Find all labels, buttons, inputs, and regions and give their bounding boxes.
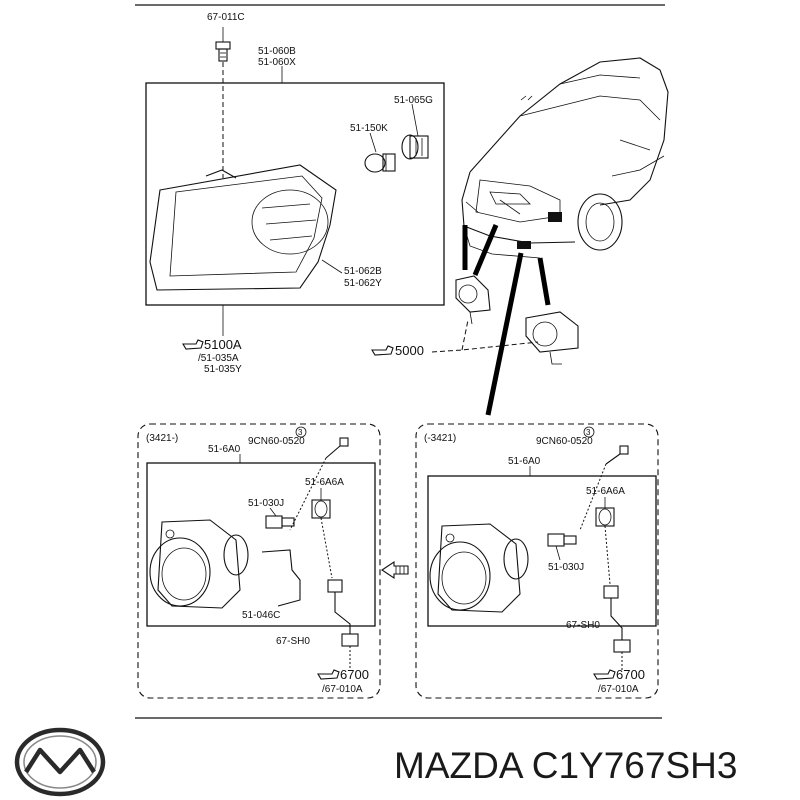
bulb-leader [369,132,377,153]
left-fog-socket-icon [311,499,331,519]
lens-leader [321,259,343,274]
left-screw-qty: 3 [298,428,303,437]
clip-icon [215,41,231,62]
right-lamp-frame [427,475,657,627]
pointing-hand-icon [371,345,394,356]
left-fog-lamp-icon [149,519,249,609]
heavy-pointer-3 [537,257,551,306]
label-clip: 67-011C [207,12,245,23]
right-screw-label: 9CN60-0520 [536,436,593,447]
right-bracket-label: (-3421) [424,433,456,444]
heavy-pointer-2 [472,224,499,276]
left-lamp-frame [146,462,376,627]
left-bracket-label: (3421-) [146,433,178,444]
turn-signal-lamp-icon [149,164,337,291]
right-fog-bulb-icon [547,533,577,547]
ref-5000-group: 5000 [371,319,539,358]
turn-signal-group: 67-011C 51-060B 51-060X 51-065G 51-150K … [145,12,445,306]
fog-lamp-small-left-icon [455,275,491,325]
bulb-icon [364,153,396,173]
right-screw-qty-circle [583,426,595,438]
left-bulb-label: 51-030J [248,498,284,509]
right-lamp-label: 51-6A0 [508,456,541,467]
left-ref-main: 6700 [340,667,369,682]
right-fog-socket-icon [595,507,615,527]
pointing-hand-icon [593,669,616,680]
right-dashed-frame [415,423,659,699]
right-socket-label: 51-6A6A [586,486,625,497]
label-lens-a: 51-062B [344,266,382,277]
ref-5000-main: 5000 [395,343,424,358]
right-harness-icon [603,585,631,653]
car-turn-signal [548,212,562,222]
fog-lamp-left-group: (3421-) 9CN60-0520 3 51-6A0 51-6A6A 51-0… [137,423,381,699]
turn-signal-frame [145,82,445,306]
left-fog-bulb-icon [265,515,295,529]
ref-5100a-main: 5100A [204,337,242,352]
left-harness-icon [327,579,359,647]
left-harness-label: 67-SH0 [276,636,310,647]
right-bulb-label: 51-030J [548,562,584,573]
right-screw-qty: 3 [586,428,591,437]
fog-lamp-right-group: (-3421) 9CN60-0520 3 51-6A0 51-6A6A 51-0… [415,423,659,699]
right-ref-sub: /67-010A [598,684,639,695]
right-harness-label: 67-SH0 [566,620,600,631]
ref-5100a-sub2: 51-035Y [204,364,242,375]
label-socket: 51-065G [394,95,433,106]
left-wire-icon [261,549,301,607]
arrow-left-icon [381,560,409,580]
label-lens-b: 51-062Y [344,278,382,289]
heavy-pointer-main [485,252,524,416]
socket-leader [411,103,419,137]
part-number-caption: MAZDA C1Y767SH3 [394,745,737,786]
ref-5100a-group: 5100A /51-035A 51-035Y [182,305,242,375]
left-dashed-frame [137,423,381,699]
socket-icon [401,134,429,160]
mazda-logo-icon [14,727,106,797]
right-fog-lamp-icon [429,523,529,613]
left-lamp-label: 51-6A0 [208,444,241,455]
pointing-hand-icon [182,339,204,350]
left-screw-label: 9CN60-0520 [248,436,305,447]
label-bulb: 51-150K [350,123,388,134]
left-ref-sub: /67-010A [322,684,363,695]
label-lamp-a: 51-060B [258,46,296,57]
right-screw-icon [605,445,629,465]
label-lamp-b: 51-060X [258,57,296,68]
car-illustration [461,57,669,259]
car-fog-lamp [517,241,531,249]
right-ref-main: 6700 [616,667,645,682]
left-screw-qty-circle [295,426,307,438]
ref-5100a-sub1: /51-035A [198,353,239,364]
left-wire-label: 51-046C [242,610,280,621]
pointing-hand-icon [317,669,340,680]
fog-lamp-small-right-icon [525,311,579,365]
left-screw-icon [325,437,349,459]
left-socket-label: 51-6A6A [305,477,344,488]
